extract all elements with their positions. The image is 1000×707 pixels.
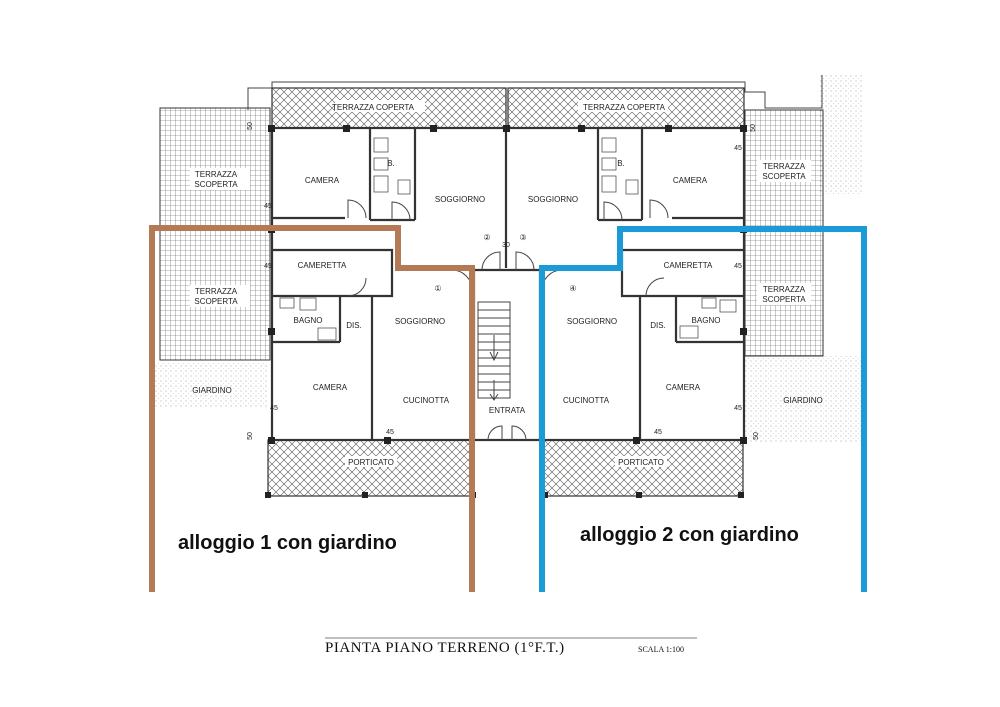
- dimension-labels: 45 45 45 45 45 45 45 45 50 50 50 50 30: [247, 122, 760, 440]
- label-terrazza-scoperta-tr-1: TERRAZZA: [763, 162, 806, 171]
- terrazza-scoperta-areas: [159, 107, 824, 361]
- plan-title: PIANTA PIANO TERRENO (1°F.T.): [325, 640, 565, 656]
- label-entrata: ENTRATA: [489, 406, 526, 415]
- label-bagno-l: BAGNO: [294, 316, 323, 325]
- label-bath-tr: B.: [617, 159, 625, 168]
- label-dis-r: DIS.: [650, 321, 666, 330]
- label-terrazza-scoperta-tl-1: TERRAZZA: [195, 170, 238, 179]
- building-walls: [270, 126, 746, 442]
- unit-number-1: ①: [434, 284, 441, 293]
- label-bath-tl: B.: [387, 159, 395, 168]
- label-cameretta-l: CAMERETTA: [298, 261, 347, 270]
- dim-30: 30: [502, 242, 510, 249]
- terrazza-coperta-areas: [271, 87, 745, 129]
- unit-number-4: ④: [569, 284, 576, 293]
- dim-45-c: 45: [264, 263, 272, 270]
- dim-45-g: 45: [386, 429, 394, 436]
- label-cucinotta-r: CUCINOTTA: [563, 396, 610, 405]
- label-soggiorno-tl: SOGGIORNO: [435, 195, 485, 204]
- label-porticato-r: PORTICATO: [618, 458, 664, 467]
- plan-scale: SCALA 1:100: [638, 645, 684, 654]
- label-porticato-l: PORTICATO: [348, 458, 394, 467]
- label-soggiorno-br: SOGGIORNO: [567, 317, 617, 326]
- porticato-areas: [267, 439, 744, 497]
- dim-50-d: 50: [753, 432, 760, 440]
- dim-50-c: 50: [247, 432, 254, 440]
- dim-45-f: 45: [734, 405, 742, 412]
- label-terrazza-scoperta-tr-2: SCOPERTA: [762, 172, 806, 181]
- bathroom-fixtures: [279, 137, 737, 341]
- label-terrazza-scoperta-ml-2: SCOPERTA: [194, 297, 238, 306]
- dim-45-a: 45: [264, 203, 272, 210]
- label-dis-l: DIS.: [346, 321, 362, 330]
- unit-1-boundary: [149, 225, 475, 592]
- label-camera-tr: CAMERA: [673, 176, 708, 185]
- garden-areas: [152, 75, 865, 442]
- room-labels: TERRAZZA COPERTA TERRAZZA COPERTA TERRAZ…: [192, 103, 823, 467]
- roof-outline: [247, 75, 823, 110]
- label-terrazza-scoperta-ml-1: TERRAZZA: [195, 287, 238, 296]
- label-terrazza-scoperta-mr-2: SCOPERTA: [762, 295, 806, 304]
- dim-50-a: 50: [247, 122, 254, 130]
- label-giardino-r: GIARDINO: [783, 396, 823, 405]
- label-camera-tl: CAMERA: [305, 176, 340, 185]
- label-cucinotta-l: CUCINOTTA: [403, 396, 450, 405]
- label-camera-bl: CAMERA: [313, 383, 348, 392]
- unit-2-label: alloggio 2 con giardino: [580, 524, 799, 546]
- unit-2-boundary: [539, 226, 867, 592]
- unit-1-label: alloggio 1 con giardino: [178, 532, 397, 554]
- label-camera-br: CAMERA: [666, 383, 701, 392]
- label-soggiorno-bl: SOGGIORNO: [395, 317, 445, 326]
- label-terrazza-coperta-left: TERRAZZA COPERTA: [332, 103, 415, 112]
- label-terrazza-coperta-right: TERRAZZA COPERTA: [583, 103, 666, 112]
- label-soggiorno-tr: SOGGIORNO: [528, 195, 578, 204]
- label-cameretta-r: CAMERETTA: [664, 261, 713, 270]
- label-terrazza-scoperta-mr-1: TERRAZZA: [763, 285, 806, 294]
- dim-45-d: 45: [734, 263, 742, 270]
- label-terrazza-scoperta-tl-2: SCOPERTA: [194, 180, 238, 189]
- dim-50-b: 50: [750, 124, 757, 132]
- unit-number-3: ③: [519, 233, 526, 242]
- dim-45-h: 45: [654, 429, 662, 436]
- unit-number-2: ②: [483, 233, 490, 242]
- label-giardino-l: GIARDINO: [192, 386, 232, 395]
- dim-45-e: 45: [270, 405, 278, 412]
- label-bagno-r: BAGNO: [692, 316, 721, 325]
- dim-45-b: 45: [734, 145, 742, 152]
